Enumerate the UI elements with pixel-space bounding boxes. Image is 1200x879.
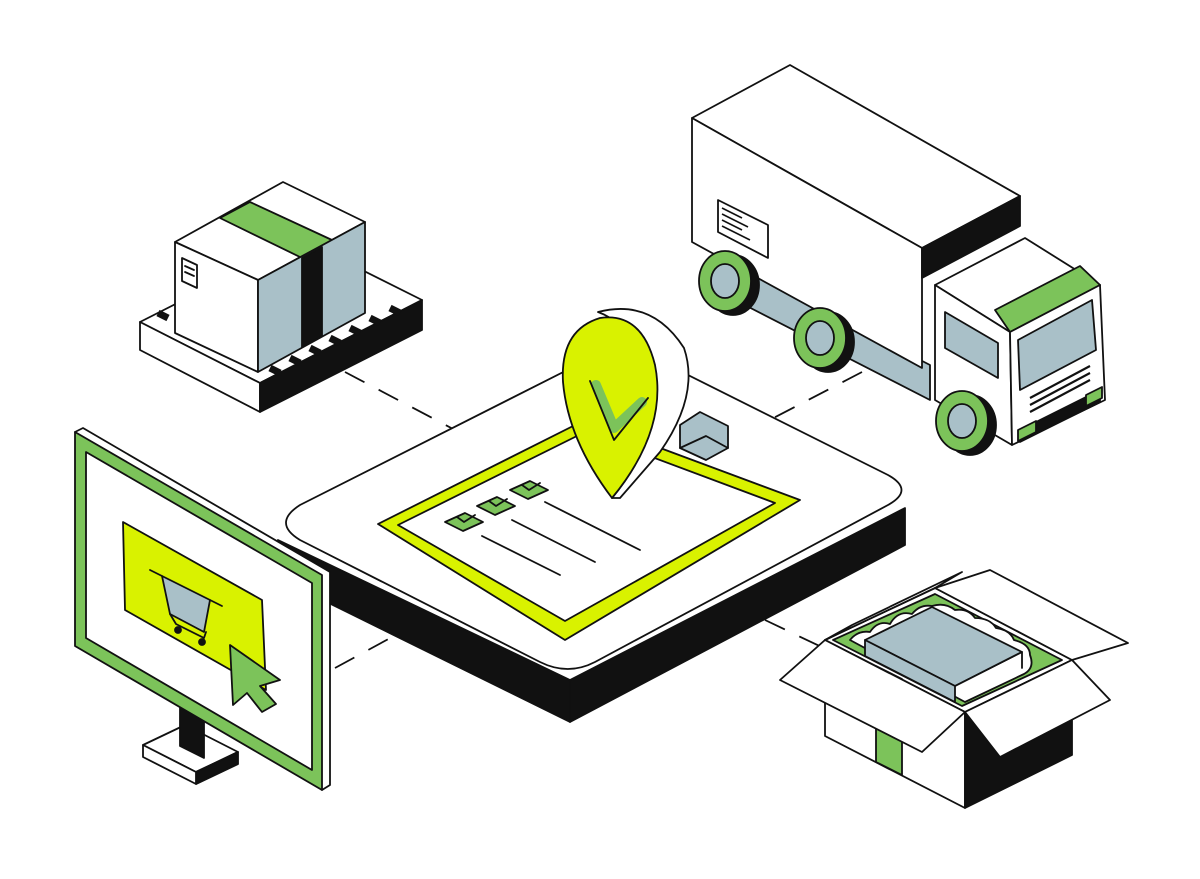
box-flap-back-right	[934, 569, 1129, 661]
checklist-paper	[397, 431, 776, 622]
clipboard-clip-edge	[679, 435, 729, 449]
pin-check-outline	[589, 380, 649, 441]
connector-parcel	[344, 371, 456, 431]
shopping-cart-icon	[149, 569, 223, 646]
shipping-label	[717, 199, 769, 259]
truck-wheel	[935, 390, 997, 456]
headlight-left	[1017, 420, 1037, 442]
cargo-back	[921, 195, 1021, 279]
monitor-stand-base-front	[142, 744, 197, 785]
shopping-monitor	[74, 427, 331, 791]
checklist-row	[476, 496, 596, 563]
checkmark-icon	[521, 482, 541, 491]
truck-wheel	[793, 307, 855, 373]
mouse-cursor-icon	[229, 644, 281, 713]
checkmark-location-pin-icon	[561, 308, 690, 499]
connector-truck	[759, 371, 863, 426]
fragile-label-icon	[181, 257, 198, 289]
cargo-side	[691, 117, 923, 369]
connector-box	[764, 619, 833, 653]
checklist-row	[444, 512, 561, 576]
checklist-line	[481, 535, 561, 576]
open-shipping-box	[779, 569, 1129, 809]
parcel-on-conveyor	[139, 181, 423, 413]
shipping-label-lines	[721, 207, 751, 241]
cab-side-window	[944, 311, 999, 379]
checklist-row	[509, 480, 641, 551]
checklist-rows	[444, 480, 641, 576]
checkmark-icon	[456, 514, 476, 523]
box-item-edge	[954, 651, 1023, 687]
headlight-right	[1085, 386, 1103, 407]
box-flap-back-left	[824, 571, 963, 641]
box-flap-right	[964, 659, 1111, 758]
parcel-tape-side	[301, 246, 323, 348]
box-item-side	[864, 639, 956, 703]
grille	[1029, 365, 1091, 413]
connector-lines	[334, 371, 863, 669]
conveyor-side-right	[259, 299, 423, 413]
pin-check	[591, 380, 647, 433]
cab-windshield	[1017, 299, 1097, 391]
checklist-line	[544, 501, 641, 551]
connector-monitor	[334, 629, 406, 669]
checklist-line	[511, 519, 596, 563]
box-flap-left	[779, 639, 966, 753]
delivery-truck	[691, 64, 1106, 456]
checkmark-icon	[488, 498, 508, 507]
order-checklist-platform	[277, 308, 906, 723]
truck-wheel	[698, 250, 760, 316]
